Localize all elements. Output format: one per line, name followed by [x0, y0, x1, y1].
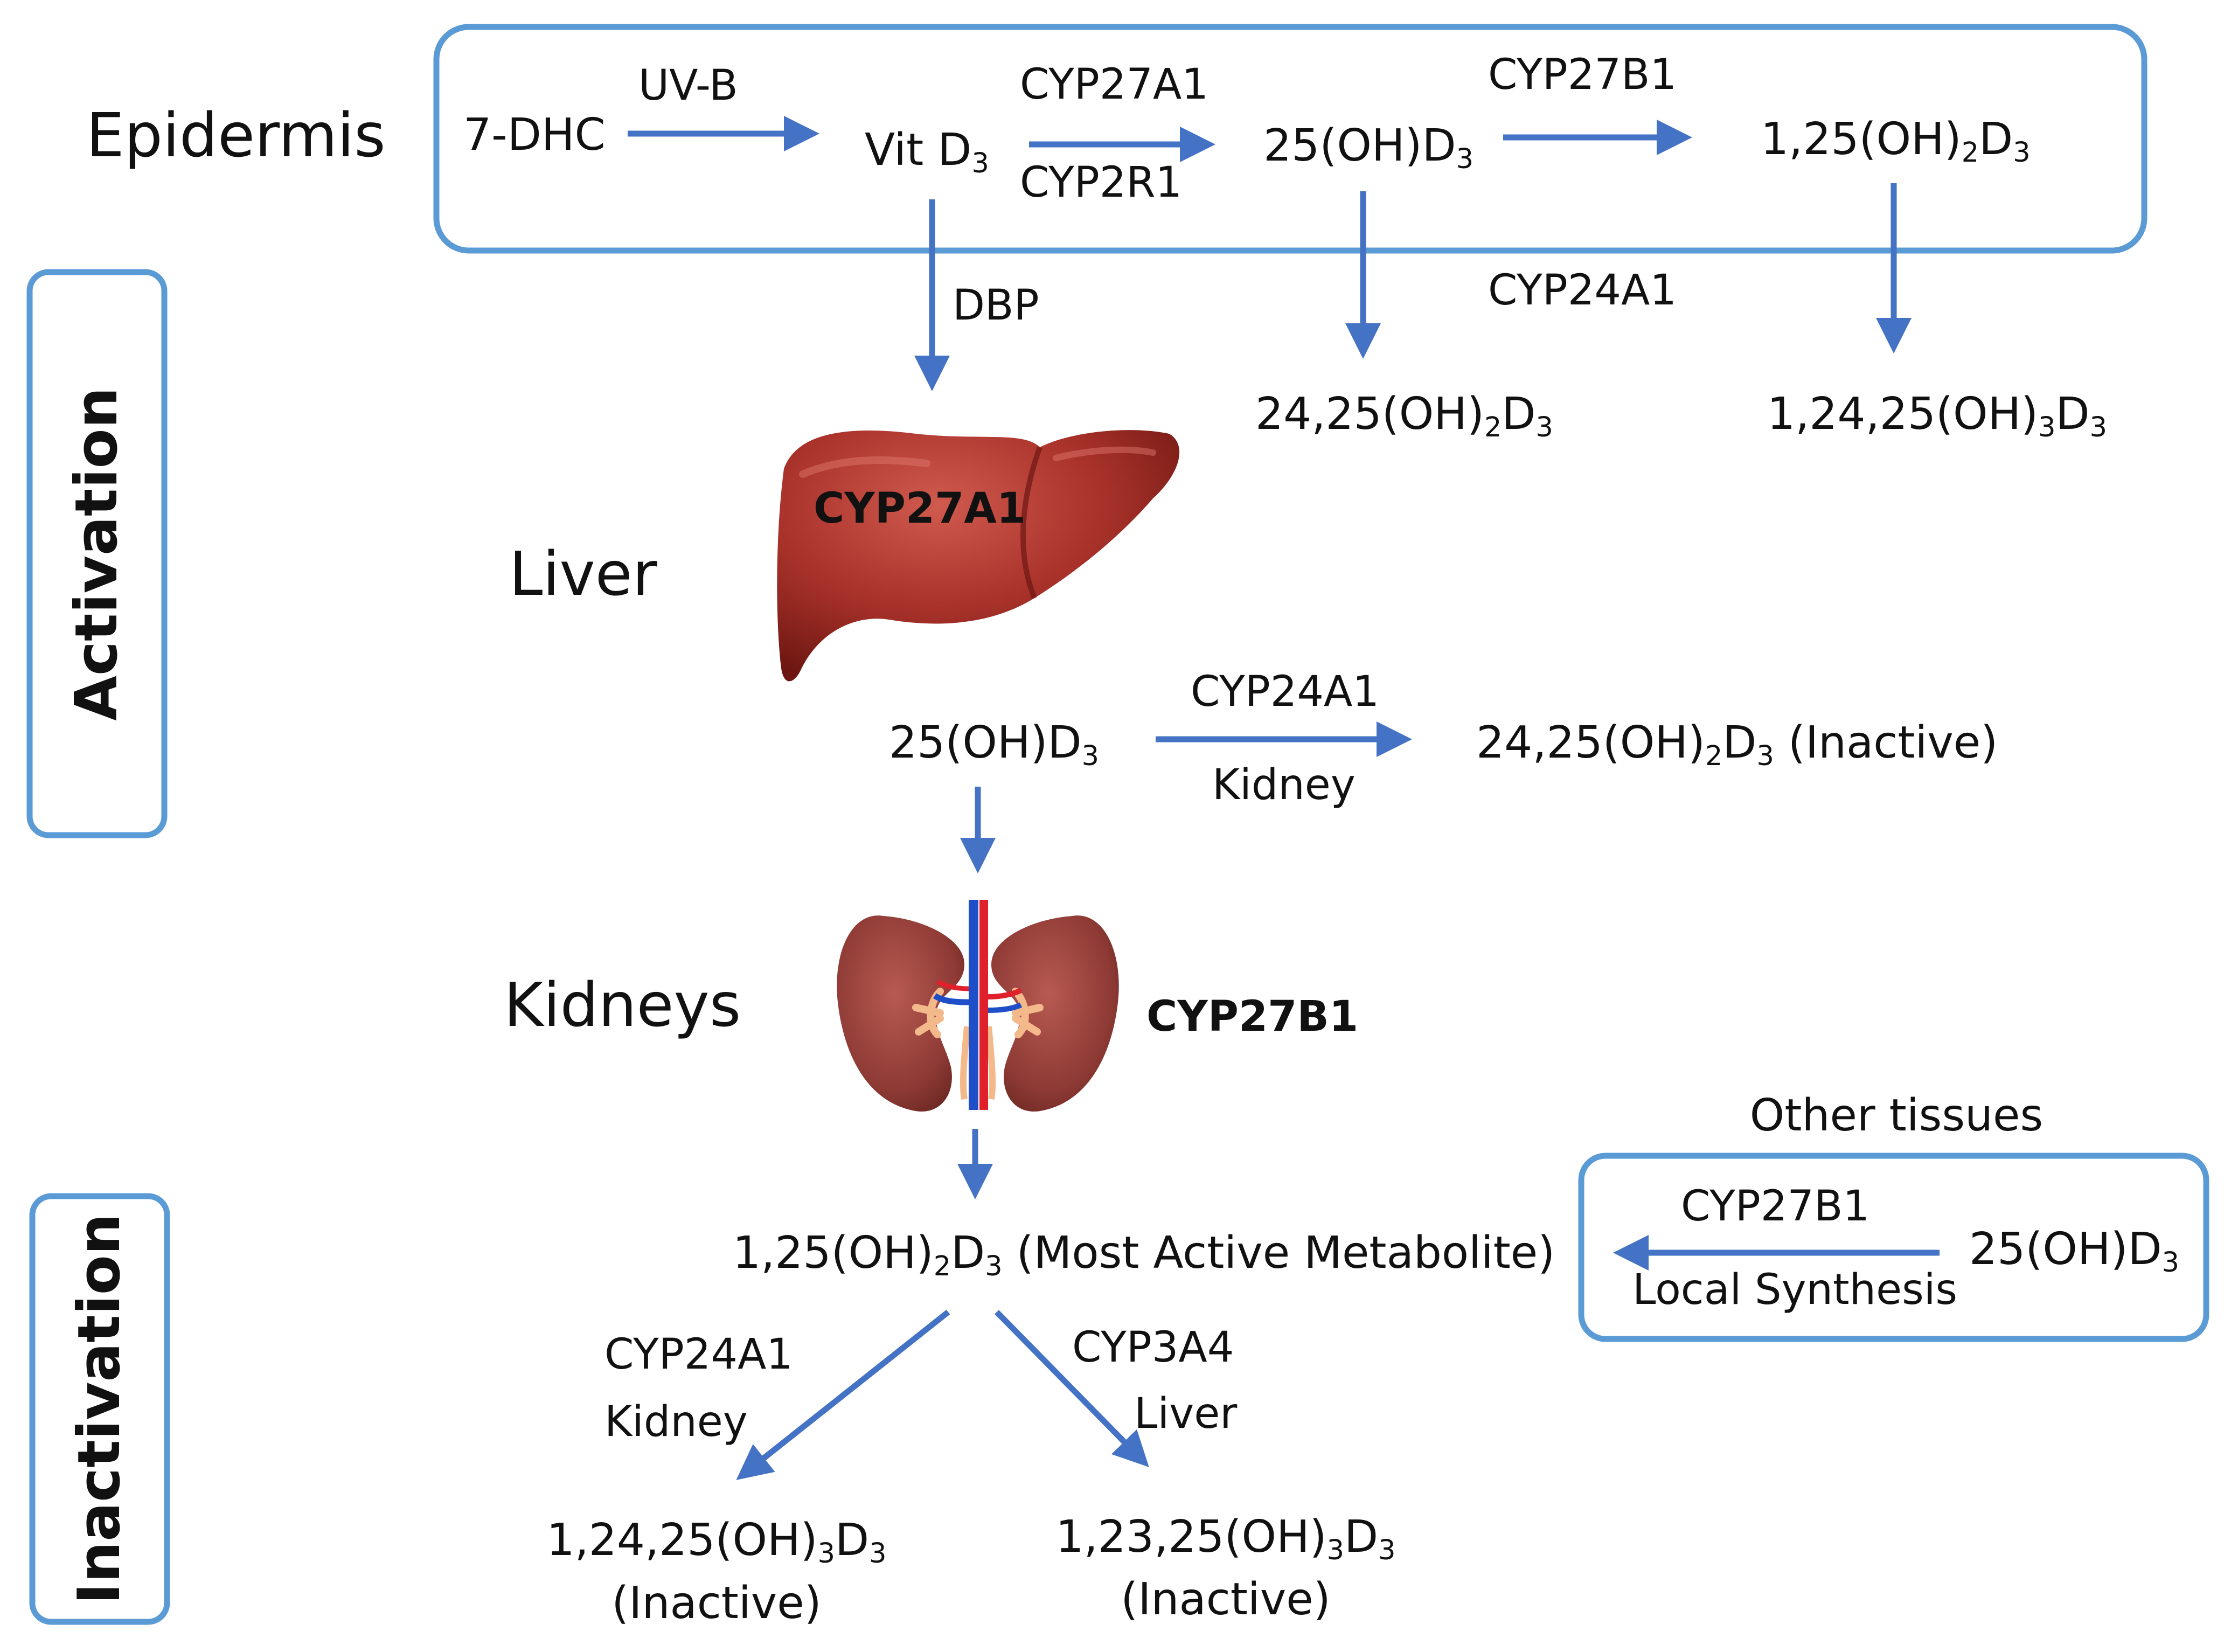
1-24-25ohd3-inactivation-label: 1,24,25(OH)3D3: [546, 1515, 887, 1570]
epidermis-box: [433, 24, 2147, 254]
inactive-left-label: (Inactive): [611, 1578, 822, 1629]
liver-inactivation-label: Liver: [1134, 1390, 1238, 1438]
most-active-metabolite-label: 1,25(OH)2D3 (Most Active Metabolite): [733, 1227, 1555, 1282]
other-tissues-label: Other tissues: [1749, 1090, 2044, 1141]
cyp24a1-inactivation-label: CYP24A1: [604, 1330, 794, 1379]
inactivation-box: [29, 1193, 170, 1625]
24-25ohd3-epidermis-label: 24,25(OH)2D3: [1255, 388, 1553, 443]
cyp27b1-kidney-label: CYP27B1: [1146, 992, 1359, 1041]
cyp27b1-epidermis-label: CYP27B1: [1488, 51, 1677, 99]
local-synthesis-label: Local Synthesis: [1632, 1266, 1958, 1314]
cyp27b1-local-label: CYP27B1: [1681, 1182, 1870, 1231]
other-tissues-box: [1578, 1153, 2209, 1342]
inactivation-label: Inactivation: [66, 1213, 133, 1605]
cyp3a4-label: CYP3A4: [1072, 1323, 1234, 1372]
1-25ohd3-epidermis-label: 1,25(OH)2D3: [1761, 114, 2031, 169]
1-23-25ohd3-inactivation-label: 1,23,25(OH)3D3: [1055, 1511, 1396, 1566]
cyp24a1-epidermis-label: CYP24A1: [1488, 266, 1677, 315]
kidney-inactivation-label: Kidney: [604, 1398, 748, 1446]
1-24-25ohd3-epidermis-label: 1,24,25(OH)3D3: [1767, 388, 2108, 443]
25ohd3-liver-label: 25(OH)D3: [889, 717, 1100, 772]
kidneys-illustration: [837, 900, 1119, 1112]
liver-label: Liver: [509, 539, 657, 609]
inactive-right-label: (Inactive): [1121, 1574, 1331, 1625]
cyp2r1-label: CYP2R1: [1020, 158, 1183, 207]
vitd3-label: Vit D3: [865, 124, 989, 179]
cyp27a1-epidermis-label: CYP27A1: [1020, 60, 1209, 109]
liver-illustration: [777, 430, 1180, 682]
uv-b-label: UV-B: [638, 61, 738, 110]
7-dhc-label: 7-DHC: [463, 109, 606, 161]
activation-box: [26, 269, 168, 838]
epidermis-label: Epidermis: [86, 101, 386, 171]
cyp24a1-liver-label: CYP24A1: [1191, 668, 1380, 716]
kidney-site-label: Kidney: [1212, 761, 1356, 809]
arrow-active-to-1-23-25: [995, 1310, 1149, 1467]
24-25ohd3-inactive-label: 24,25(OH)2D3 (Inactive): [1476, 717, 1998, 772]
25ohd3-other-tissues-label: 25(OH)D3: [1969, 1224, 2180, 1279]
arrow-active-to-1-24-25: [736, 1309, 950, 1480]
25ohd3-epidermis-label: 25(OH)D3: [1263, 120, 1474, 175]
kidneys-label: Kidneys: [504, 970, 741, 1040]
cyp27a1-liver-label: CYP27A1: [814, 484, 1026, 533]
activation-label: Activation: [63, 387, 130, 721]
dbp-label: DBP: [953, 281, 1039, 330]
